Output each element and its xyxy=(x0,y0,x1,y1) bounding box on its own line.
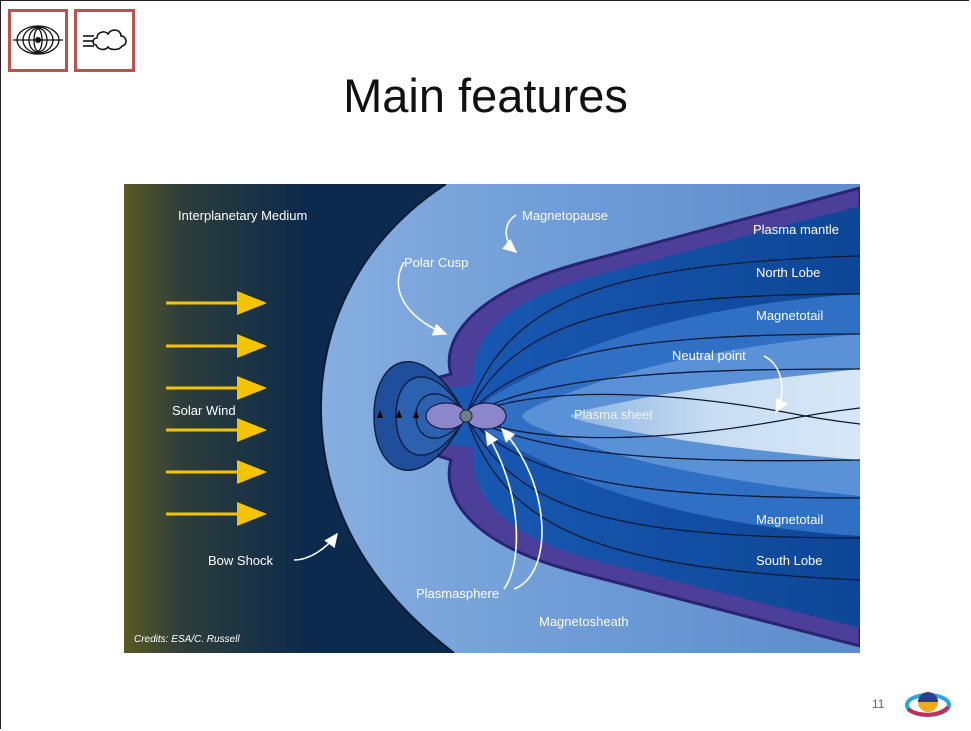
label-south-lobe: South Lobe xyxy=(756,553,823,568)
magnetosphere-diagram: Interplanetary Medium Magnetopause Plasm… xyxy=(124,184,860,653)
institution-logo-icon xyxy=(905,692,951,717)
label-plasma-mantle: Plasma mantle xyxy=(753,222,839,237)
label-plasma-sheet: Plasma sheet xyxy=(574,407,653,422)
label-bow-shock: Bow Shock xyxy=(208,553,274,568)
bow-shock-line xyxy=(319,184,455,653)
tail-field-lines xyxy=(465,255,860,581)
earth xyxy=(459,409,473,423)
solar-wind-arrows xyxy=(166,291,267,526)
label-solar-wind: Solar Wind xyxy=(172,403,236,418)
label-interplanetary-medium: Interplanetary Medium xyxy=(178,208,307,223)
solar-wind-logo-frame xyxy=(74,9,135,72)
dayside-field-arrows xyxy=(377,410,419,418)
label-magnetotail-top: Magnetotail xyxy=(756,308,823,323)
label-plasmasphere: Plasmasphere xyxy=(416,586,499,601)
slide-title: Main features xyxy=(343,69,628,122)
label-credits: Credits: ESA/C. Russell xyxy=(134,634,240,645)
label-magnetotail-bottom: Magnetotail xyxy=(756,512,823,527)
label-magnetosheath: Magnetosheath xyxy=(539,614,629,629)
label-polar-cusp: Polar Cusp xyxy=(404,255,468,270)
dipole-logo-frame xyxy=(8,9,68,72)
label-north-lobe: North Lobe xyxy=(756,265,820,280)
plasma-sheet-region xyxy=(570,369,860,460)
callout-arrows xyxy=(293,214,788,590)
label-magnetopause: Magnetopause xyxy=(522,208,608,223)
magnetic-dipole-field-icon xyxy=(13,25,63,55)
page-number: 11 xyxy=(872,697,885,711)
solar-wind-cloud-icon xyxy=(83,29,127,51)
plasmasphere-lobes xyxy=(425,402,507,430)
label-neutral-point: Neutral point xyxy=(672,348,746,363)
